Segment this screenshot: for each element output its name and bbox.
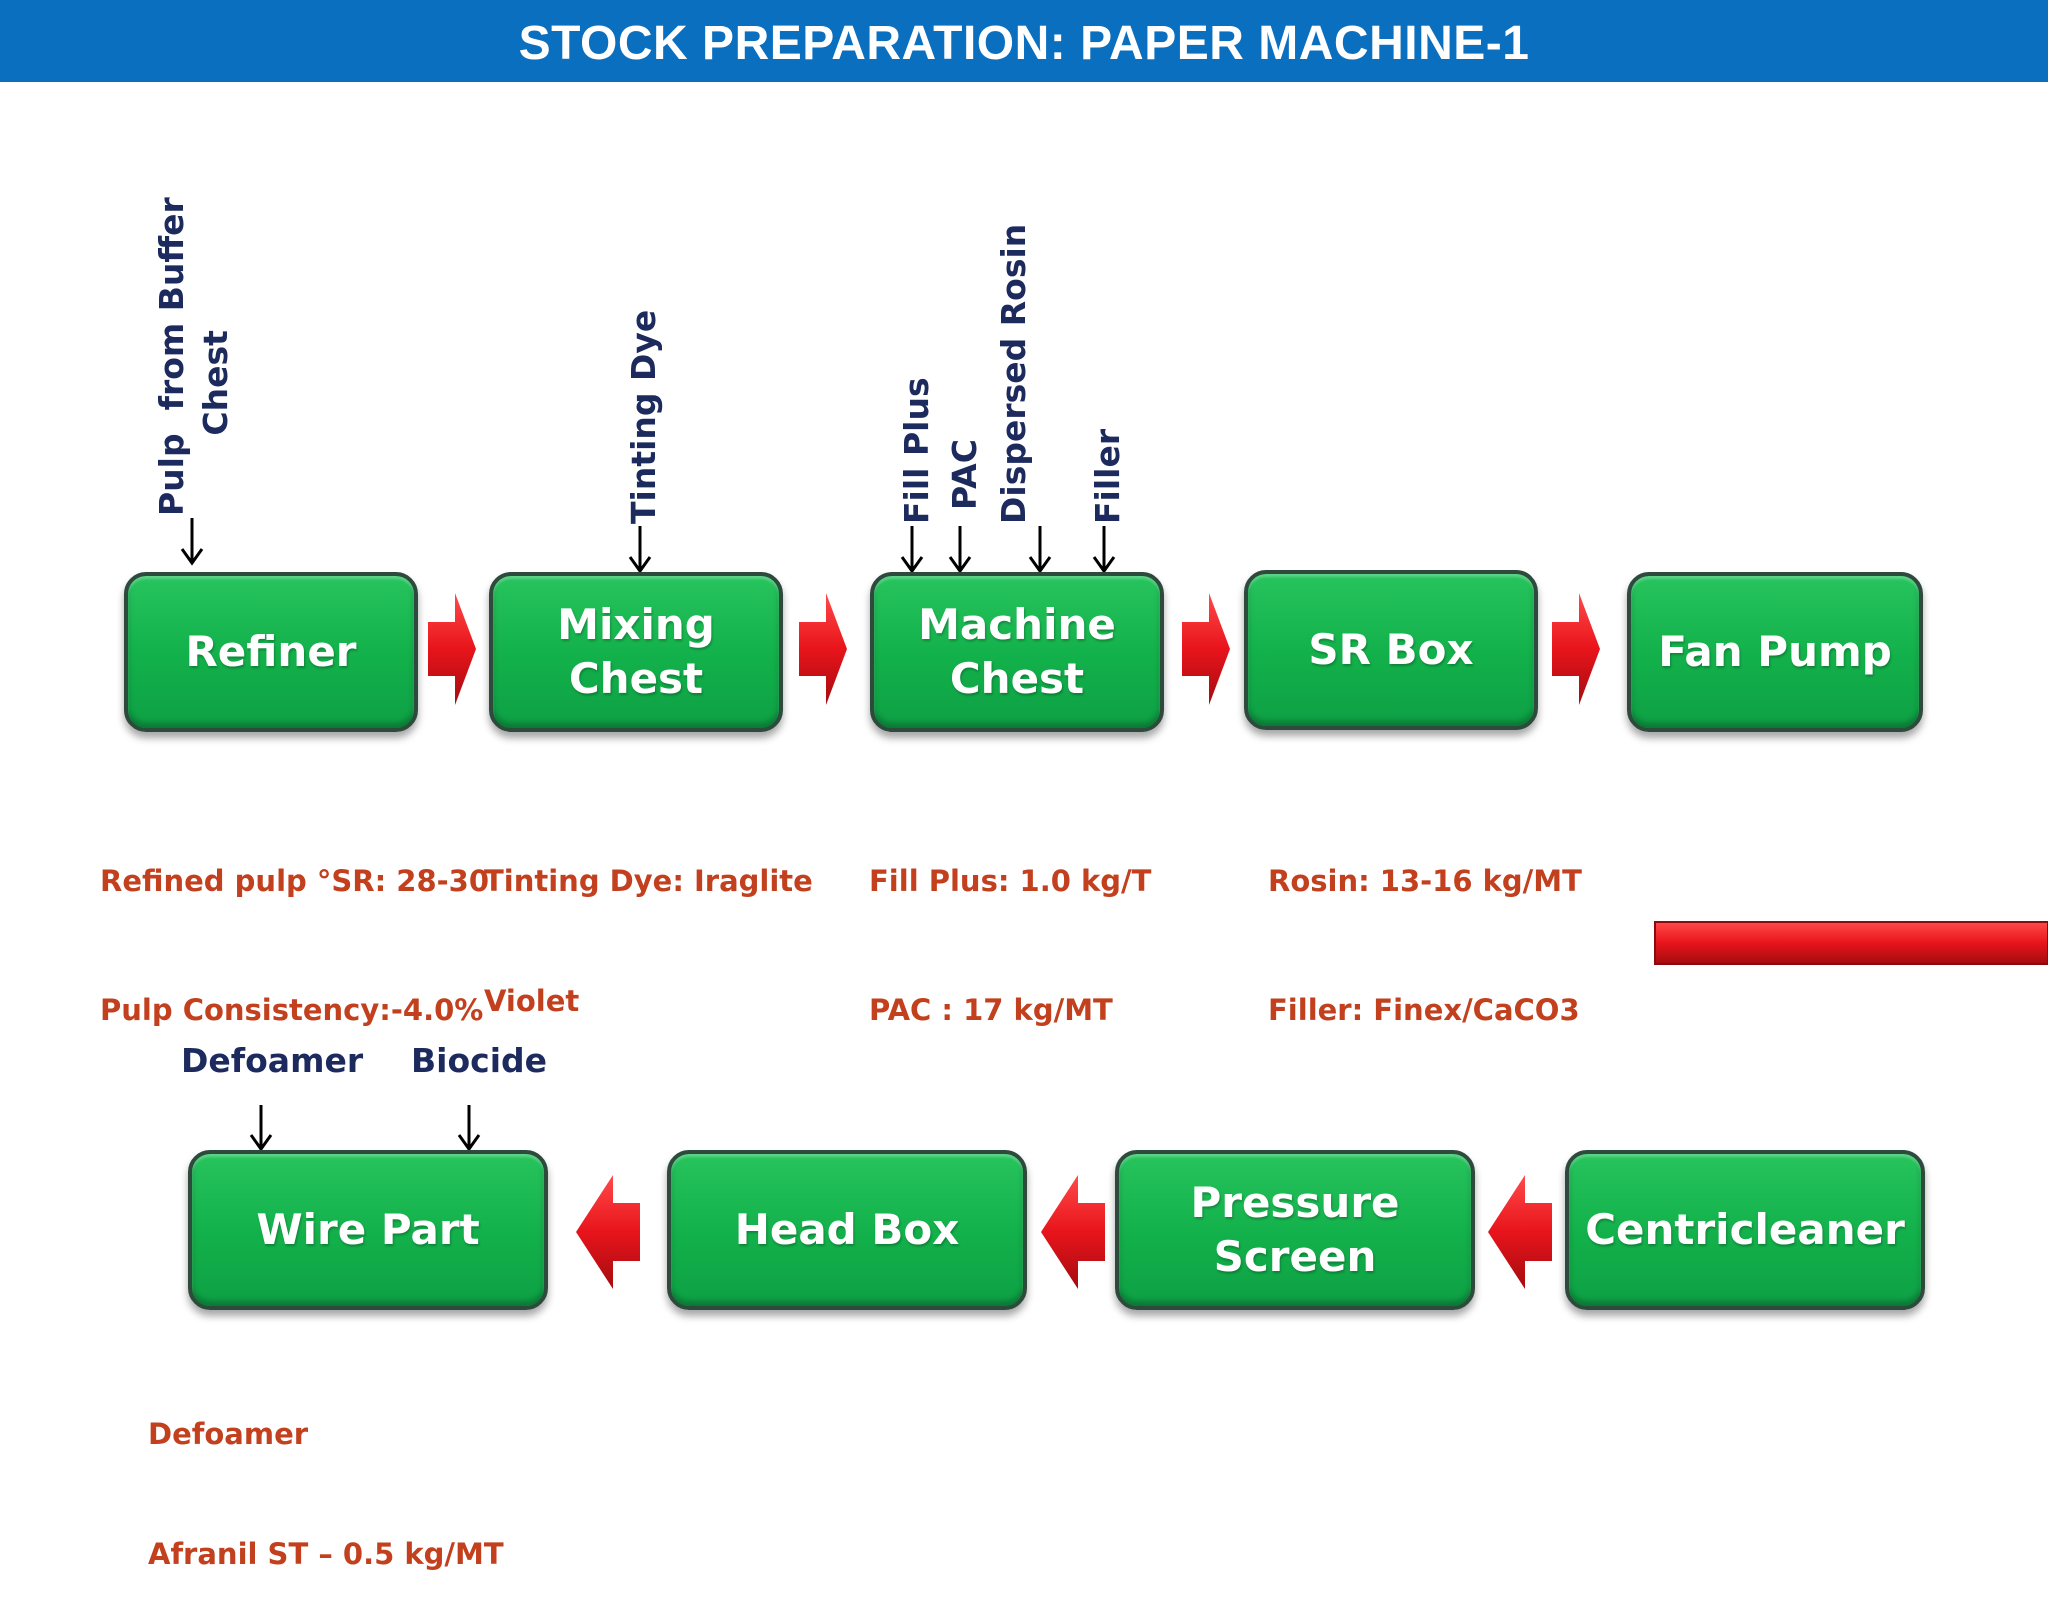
note-refiner: Refined pulp °SR: 28-30 Pulp Consistency… [100, 781, 489, 1070]
note-line: Tinting Dye: Iraglite [484, 864, 813, 898]
input-arrow-down-icon [948, 526, 972, 574]
input-arrow-down-icon [249, 1105, 273, 1152]
box-label: Pressure Screen [1190, 1178, 1400, 1281]
note-line: Rosin: 13-16 kg/MT [1268, 864, 1582, 898]
box-label: Refiner [185, 627, 357, 676]
flow-arrow-left-icon [576, 1175, 640, 1289]
process-box-sr-box: SR Box [1244, 570, 1538, 730]
flow-arrow-right-icon [428, 593, 476, 705]
flow-arrow-left-icon [1041, 1175, 1105, 1289]
process-box-refiner: Refiner [124, 572, 418, 732]
note-machine-chest: Fill Plus: 1.0 kg/T PAC : 17 kg/MT [869, 781, 1151, 1070]
note-wire-part: Defoamer Afranil ST – 0.5 kg/MT [148, 1334, 504, 1614]
note-line: Afranil ST – 0.5 kg/MT [148, 1537, 504, 1571]
box-label: Machine Chest [918, 600, 1116, 703]
process-box-machine-chest: Machine Chest [870, 572, 1164, 732]
note-line: Pulp Consistency:-4.0% [100, 993, 484, 1027]
input-label-filler: Filler [1088, 428, 1127, 524]
flow-arrow-left-icon [1488, 1175, 1552, 1289]
input-arrow-down-icon [180, 518, 204, 566]
input-label-defoamer: Defoamer [181, 1041, 364, 1080]
note-sr-box: Rosin: 13-16 kg/MT Filler: Finex/CaCO3 [1268, 781, 1582, 1070]
flow-connectors [180, 518, 2048, 1289]
note-line: Defoamer [148, 1417, 309, 1451]
note-line: Refined pulp °SR: 28-30 [100, 864, 490, 898]
process-box-pressure-screen: Pressure Screen [1115, 1150, 1475, 1310]
input-arrow-down-icon [628, 526, 652, 574]
note-line: Violet [484, 984, 580, 1018]
input-arrow-down-icon [457, 1105, 481, 1152]
input-label-pulp-buffer-chest: Pulp from Buffer Chest [152, 197, 235, 516]
box-label: Head Box [734, 1205, 960, 1254]
box-label: Fan Pump [1658, 627, 1892, 676]
box-label: Centricleaner [1585, 1205, 1905, 1254]
input-arrow-down-icon [900, 526, 924, 574]
input-label-tinting-dye: Tinting Dye [624, 309, 663, 524]
box-label: Wire Part [256, 1205, 480, 1254]
note-line: PAC : 17 kg/MT [869, 993, 1113, 1027]
note-mixing-chest: Tinting Dye: Iraglite Violet [484, 781, 813, 1061]
flow-arrow-right-icon [1552, 593, 1600, 705]
process-box-centricleaner: Centricleaner [1565, 1150, 1925, 1310]
process-box-wire-part: Wire Part [188, 1150, 548, 1310]
flow-arrow-right-icon [1182, 593, 1230, 705]
input-label-biocide: Biocide [411, 1041, 548, 1080]
input-arrow-down-icon [1028, 526, 1052, 574]
box-label: Mixing Chest [557, 600, 715, 703]
process-box-head-box: Head Box [667, 1150, 1027, 1310]
process-box-mixing-chest: Mixing Chest [489, 572, 783, 732]
note-line: Fill Plus: 1.0 kg/T [869, 864, 1152, 898]
input-label-pac: PAC [945, 439, 984, 510]
return-flow-pipe [1654, 921, 2048, 965]
input-label-fill-plus: Fill Plus [897, 377, 936, 524]
page-title: STOCK PREPARATION: PAPER MACHINE-1 [0, 0, 2048, 82]
box-label: SR Box [1308, 625, 1474, 674]
note-line: Filler: Finex/CaCO3 [1268, 993, 1580, 1027]
process-box-fan-pump: Fan Pump [1627, 572, 1923, 732]
flow-arrow-right-icon [799, 593, 847, 705]
input-arrow-down-icon [1092, 526, 1116, 574]
input-label-dispersed-rosin: Dispersed Rosin [994, 223, 1033, 524]
